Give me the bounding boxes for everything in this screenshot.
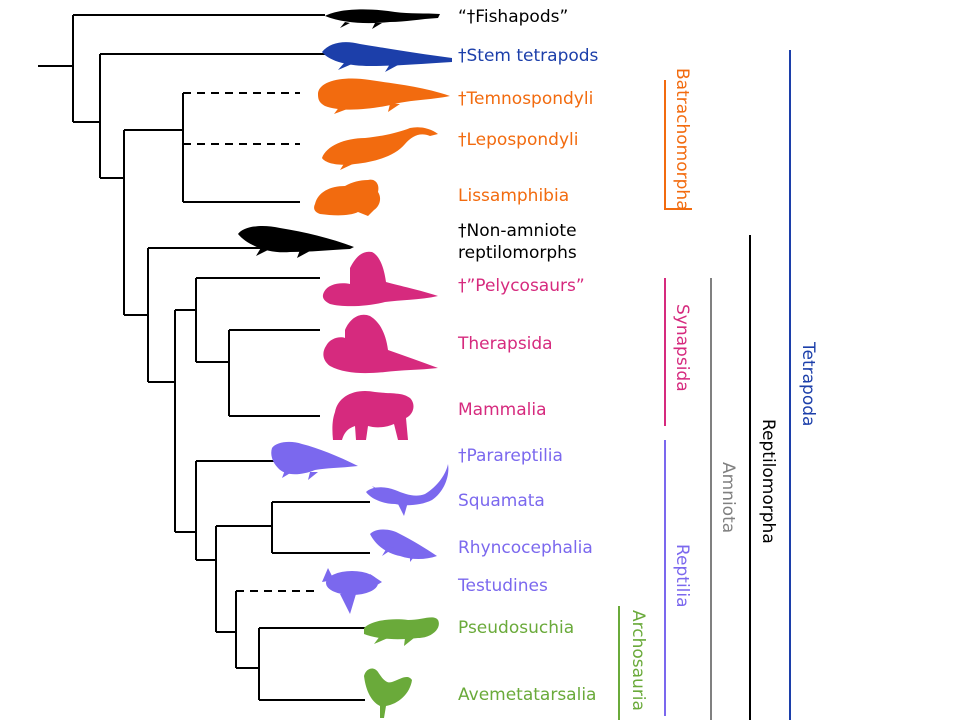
clade-bar-amniota [710,278,712,720]
crocodile-silhouette-icon [364,617,439,646]
taxon-label-non-amniote-reptilomorphs-line2: reptilomorphs [458,243,577,263]
lepospondyl-silhouette-icon [322,127,438,170]
clade-label-amniota: Amniota [718,462,738,534]
taxon-label-lissamphibia: Lissamphibia [458,186,570,206]
clade-bar-archosauria [618,606,620,720]
taxon-label-squamata: Squamata [458,491,545,511]
turtle-silhouette-icon [322,568,382,614]
taxon-label-testudines: Testudines [458,576,548,596]
taxon-label-pseudosuchia: Pseudosuchia [458,618,575,638]
taxon-label-fishapods: “†Fishapods” [458,7,569,27]
taxon-label-temnospondyli: †Temnospondyli [458,89,594,109]
tuatara-silhouette-icon [370,529,437,562]
clade-label-reptilia: Reptilia [672,544,692,608]
bird-silhouette-icon [364,668,412,718]
taxon-label-therapsida: Therapsida [458,334,553,354]
fishapod-silhouette-icon [325,9,440,29]
stem-tetrapod-silhouette-icon [322,42,452,72]
clade-label-batrachomorpha: Batrachomorpha [672,68,692,211]
taxon-label-mammalia: Mammalia [458,400,547,420]
clade-bar-batrachomorpha [664,80,666,208]
taxon-label-non-amniote-reptilomorphs: †Non-amniote [458,221,577,241]
clade-bar-synapsida [664,278,666,426]
therapsid-silhouette-icon [323,314,438,374]
clade-bar-reptilia [664,440,666,716]
reptilomorph-silhouette-icon [238,226,354,258]
clade-bar-tetrapoda [789,50,791,720]
clade-label-archosauria: Archosauria [628,610,648,711]
taxon-label-parareptilia: †Parareptilia [458,446,563,466]
frog-silhouette-icon [314,179,381,216]
bear-silhouette-icon [332,390,414,440]
clade-label-reptilomorpha: Reptilomorpha [758,419,778,544]
taxon-label-pelycosaurs: †”Pelycosaurs” [458,276,585,296]
taxon-label-lepospondyli: †Lepospondyli [458,130,579,150]
taxon-label-stem-tetrapods: †Stem tetrapods [458,46,599,66]
clade-bar-reptilomorpha [749,235,751,720]
clade-bar-batrachomorpha-tick [664,208,692,210]
clade-label-tetrapoda: Tetrapoda [798,342,818,427]
lizard-silhouette-icon [366,464,449,516]
dimetrodon-silhouette-icon [322,251,438,307]
taxon-label-avemetatarsalia: Avemetatarsalia [458,685,597,705]
temnospondyl-silhouette-icon [318,78,450,114]
clade-label-synapsida: Synapsida [672,304,692,392]
taxon-label-rhyncocephalia: Rhyncocephalia [458,538,593,558]
parareptile-silhouette-icon [271,441,358,480]
